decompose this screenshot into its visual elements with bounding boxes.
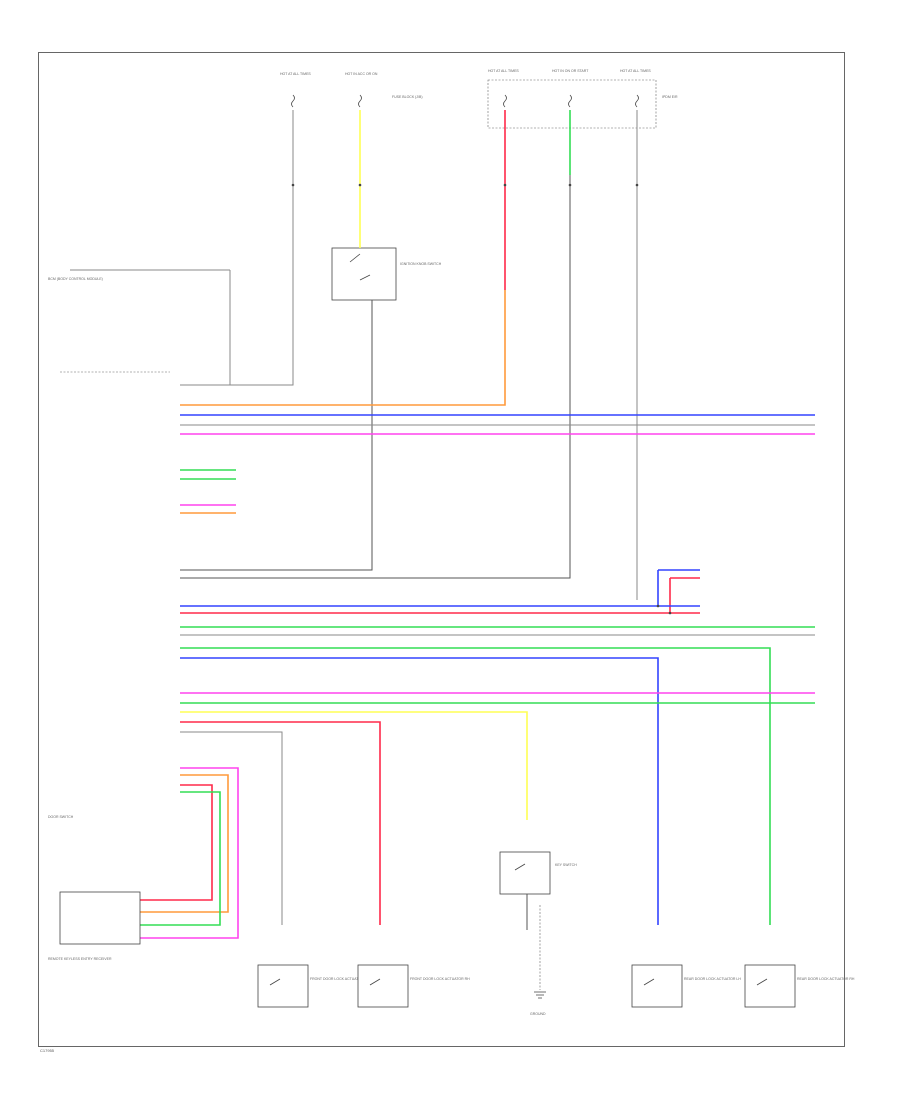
wire-remote-red — [140, 784, 213, 901]
wire-orange-bcm — [180, 290, 506, 406]
key-switch-label: KEY SWITCH — [555, 863, 577, 867]
ground-symbol: GROUND — [530, 905, 546, 1016]
splice-dot — [656, 604, 660, 608]
actuator-label-1: FRONT DOOR LOCK ACTUATOR LH — [310, 977, 370, 981]
actuator-label-2: FRONT DOOR LOCK ACTUATOR RH — [410, 977, 470, 981]
fuse-symbol-4 — [568, 94, 572, 108]
splice-dot — [358, 183, 362, 187]
fuse-block-top: HOT AT ALL TIMES HOT IN ACC OR ON HOT AT… — [280, 69, 678, 129]
key-switch: KEY SWITCH — [499, 851, 577, 930]
wire-fuse4-bcm — [180, 175, 571, 579]
fuse-label-3: HOT AT ALL TIMES — [488, 69, 519, 73]
actuator-front-rh: FRONT DOOR LOCK ACTUATOR RH — [357, 964, 470, 1008]
actuator-label-4: REAR DOOR LOCK ACTUATOR RH — [797, 977, 855, 981]
fuse-symbol-1 — [291, 94, 295, 108]
ipdm-dashed-box — [487, 79, 657, 129]
splice-dot — [291, 183, 295, 187]
remote-label: REMOTE KEYLESS ENTRY RECEIVER — [48, 957, 112, 961]
diagram-frame — [38, 52, 845, 1047]
wire-ignition-bcm — [180, 300, 373, 571]
wire-front-lh-red — [180, 721, 381, 925]
splice-dot — [635, 183, 639, 187]
actuator-rear-rh: REAR DOOR LOCK ACTUATOR RH — [744, 964, 855, 1008]
splice-dot — [668, 611, 672, 615]
wire-front-rh-door-blue — [180, 657, 659, 925]
footer-code: C17955 — [40, 1048, 55, 1053]
fuse-label-1: HOT AT ALL TIMES — [280, 72, 311, 76]
fuse-block-label: FUSE BLOCK (J/B) — [392, 95, 423, 99]
wire-remote-orange — [140, 774, 229, 913]
ignition-knob-switch: IGNITION KNOB SWITCH — [331, 247, 442, 301]
bcm-label: BCM (BODY CONTROL MODULE) — [48, 277, 103, 281]
ignition-label: IGNITION KNOB SWITCH — [400, 262, 442, 266]
actuator-label-3: REAR DOOR LOCK ACTUATOR LH — [684, 977, 741, 981]
ipdm-label: IPDM E/R — [662, 95, 678, 99]
fuse-label-2: HOT IN ACC OR ON — [345, 72, 378, 76]
ground-label: GROUND — [530, 1012, 546, 1016]
wire-front-lh-gray — [180, 731, 283, 925]
door-switch-label: DOOR SWITCH — [48, 815, 74, 819]
actuator-front-lh: FRONT DOOR LOCK ACTUATOR LH — [257, 964, 370, 1008]
wire-remote-magenta — [140, 767, 239, 939]
wire-rear-rh-door-green — [180, 647, 771, 925]
remote-keyless-entry-receiver: REMOTE KEYLESS ENTRY RECEIVER — [48, 891, 141, 961]
fuse-symbol-5 — [635, 94, 639, 108]
fuse-label-5: HOT AT ALL TIMES — [620, 69, 651, 73]
fuse-symbol-3 — [503, 94, 507, 108]
splice-dot — [503, 183, 507, 187]
splice-dot — [568, 183, 572, 187]
fuse-label-4: HOT IN ON OR START — [552, 69, 589, 73]
fuse-symbol-2 — [358, 94, 362, 108]
wire-fuse1-feed — [180, 110, 294, 386]
actuator-rear-lh: REAR DOOR LOCK ACTUATOR LH — [631, 964, 741, 1008]
wire-rear-lh-yellow — [180, 711, 528, 820]
wire-remote-green — [140, 791, 221, 926]
